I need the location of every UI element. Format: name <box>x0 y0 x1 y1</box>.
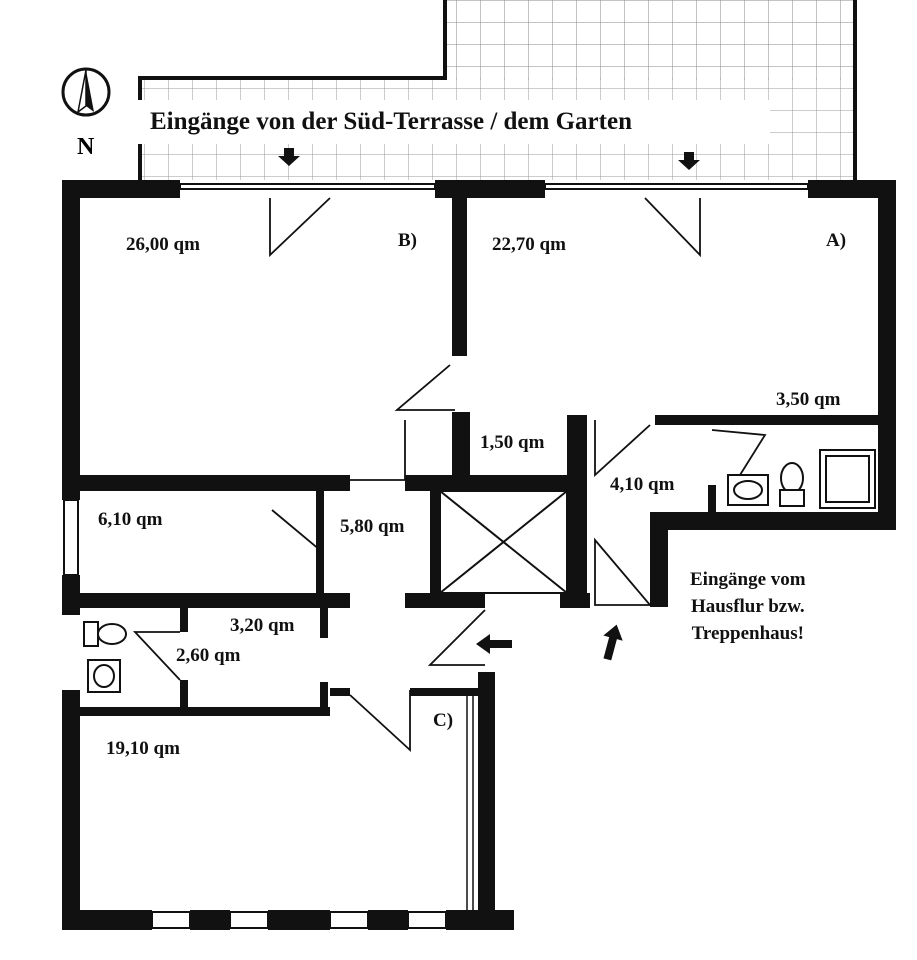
wc-area: 3,20 qm <box>230 615 295 636</box>
entry-arrow-icon <box>476 634 512 654</box>
room-c-label: C) <box>433 710 454 731</box>
compass-icon <box>61 67 111 117</box>
walls <box>62 180 896 930</box>
bath-area: 2,60 qm <box>176 645 241 666</box>
compass-north-label: N <box>77 134 95 160</box>
room-a-label: A) <box>826 230 847 251</box>
entry-arrow-icon <box>603 624 623 661</box>
bath-a-area: 4,10 qm <box>610 474 675 495</box>
room-c-area: 19,10 qm <box>106 738 180 759</box>
note-line: Hausflur bzw. <box>690 596 805 617</box>
entry-arrow-icon <box>678 152 700 170</box>
hall-area: 5,80 qm <box>340 516 405 537</box>
kitchen-area: 3,50 qm <box>776 389 841 410</box>
room-b-label: B) <box>398 230 417 251</box>
stairwell-shaft <box>439 490 568 594</box>
entry-arrow-icon <box>278 148 300 166</box>
room-a-area: 22,70 qm <box>492 234 566 255</box>
sanitary-fixtures <box>83 449 876 693</box>
room-b-area: 26,00 qm <box>126 234 200 255</box>
note-line: Eingänge vom <box>690 569 806 590</box>
storage-area: 1,50 qm <box>480 432 545 453</box>
terrace-entrances-title: Eingänge von der Süd-Terrasse / dem Gart… <box>150 108 632 135</box>
note-line: Treppenhaus! <box>691 623 804 644</box>
small-room-area: 6,10 qm <box>98 509 163 530</box>
terrace <box>138 0 857 180</box>
stairwell-entrances-note: Eingänge vom Hausflur bzw. Treppenhaus! <box>690 566 806 647</box>
door-swings <box>132 197 767 753</box>
